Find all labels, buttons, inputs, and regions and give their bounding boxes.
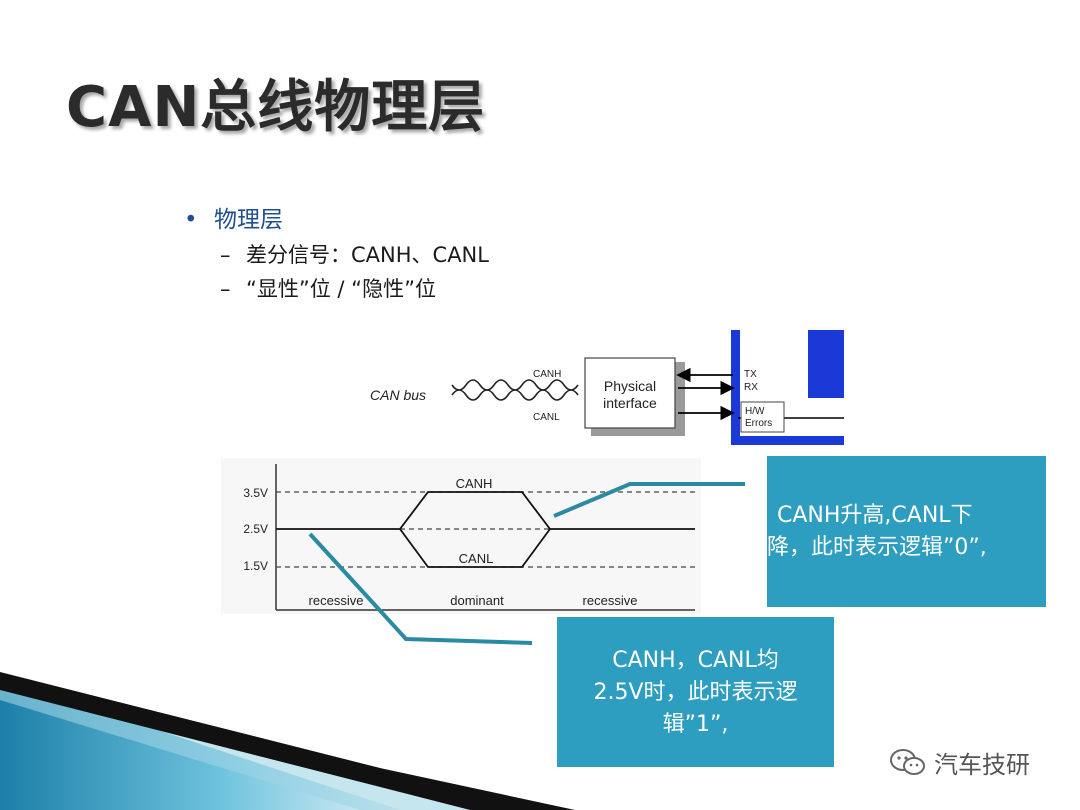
watermark: 汽车技研 — [888, 745, 1030, 779]
rx-label: RX — [744, 382, 758, 393]
canh-label: CANH — [456, 476, 493, 491]
callout-line: CANH升高,CANL下 — [777, 503, 973, 528]
callout-connector-dominant — [553, 482, 745, 518]
canh-wire-label: CANH — [533, 369, 561, 380]
callout-text: CANH，CANL均 2.5V时，此时表示逻 辑”1”, — [557, 645, 834, 741]
interface-label-2: interface — [603, 395, 657, 411]
callout-connector-recessive — [308, 532, 533, 645]
sub-bullet-item: – 差分信号：CANH、CANL — [180, 238, 489, 272]
waveform-bg — [221, 458, 701, 614]
hw-label: H/W — [745, 406, 765, 417]
can-bus-label: CAN bus — [370, 387, 426, 403]
recessive-callout: CANH，CANL均 2.5V时，此时表示逻 辑”1”, — [557, 617, 834, 767]
page-title: CAN总线物理层 — [66, 75, 486, 140]
bullet-text: 物理层 — [214, 207, 283, 233]
sub-bullet-text: “显性”位 / “隐性”位 — [246, 277, 436, 301]
phase-label: recessive — [309, 593, 364, 608]
y-tick-label: 2.5V — [243, 522, 268, 536]
canl-waveform — [399, 528, 551, 568]
watermark-label: 汽车技研 — [934, 750, 1030, 779]
dash-marker: – — [220, 243, 231, 267]
bullet-dot: • — [184, 207, 198, 233]
y-tick-label: 3.5V — [243, 486, 268, 500]
phase-label: recessive — [583, 593, 638, 608]
callout-line: 2.5V时，此时表示逻 — [593, 680, 798, 705]
hw-errors-box — [740, 401, 785, 433]
callout-text: CANH升高,CANL下 降，此时表示逻辑”0”, — [767, 500, 1046, 564]
physical-interface-box — [584, 357, 676, 429]
light-wedge — [0, 690, 470, 810]
wechat-icon — [890, 749, 925, 775]
phase-label: dominant — [450, 593, 504, 608]
y-tick-label: 1.5V — [243, 559, 268, 573]
sub-bullet-text: 差分信号：CANH、CANL — [246, 243, 489, 267]
sub-bullet-item: – “显性”位 / “隐性”位 — [180, 272, 489, 306]
interface-label-1: Physical — [604, 378, 656, 394]
bullet-list: • 物理层 – 差分信号：CANH、CANL – “显性”位 / “隐性”位 — [180, 202, 489, 306]
twisted-pair-icon — [451, 379, 579, 401]
bullet-item: • 物理层 — [180, 202, 489, 238]
callout-line: 降，此时表示逻辑”0”, — [767, 535, 987, 560]
errors-label: Errors — [745, 418, 772, 429]
dominant-callout: CANH升高,CANL下 降，此时表示逻辑”0”, — [767, 456, 1046, 607]
canh-waveform — [276, 491, 695, 530]
tx-label: TX — [744, 369, 757, 380]
canl-label: CANL — [459, 551, 494, 566]
dash-marker: – — [220, 277, 231, 301]
callout-line: 辑”1”, — [662, 712, 729, 737]
callout-line: CANH，CANL均 — [612, 648, 779, 673]
canl-wire-label: CANL — [533, 412, 560, 423]
